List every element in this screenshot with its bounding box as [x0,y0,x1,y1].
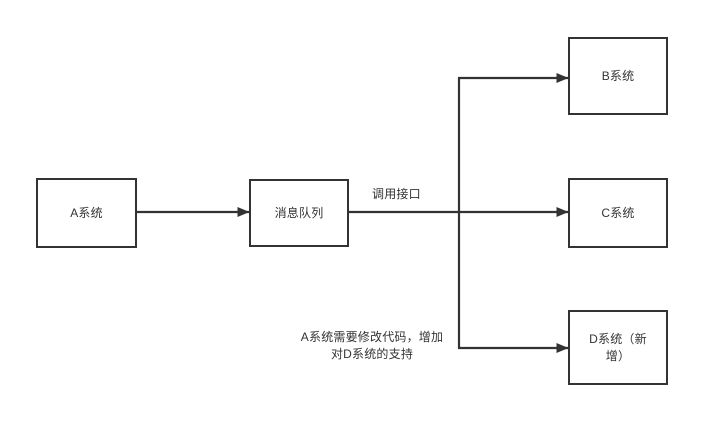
node-d-system[interactable]: D系统（新 增） [568,310,668,385]
annotation-a-system-modify-note: A系统需要修改代码，增加 对D系统的支持 [300,330,444,361]
node-c-system-label: C系统 [601,205,635,220]
node-message-queue-label: 消息队列 [274,205,324,220]
node-a-system[interactable]: A系统 [36,178,137,248]
node-message-queue[interactable]: 消息队列 [249,179,349,247]
node-c-system[interactable]: C系统 [568,178,668,248]
node-b-system[interactable]: B系统 [568,37,668,115]
node-a-system-label: A系统 [70,205,103,220]
edge-label-call-interface: 调用接口 [372,187,421,201]
node-b-system-label: B系统 [601,68,635,83]
node-d-system-label: D系统（新 增） [589,331,647,363]
